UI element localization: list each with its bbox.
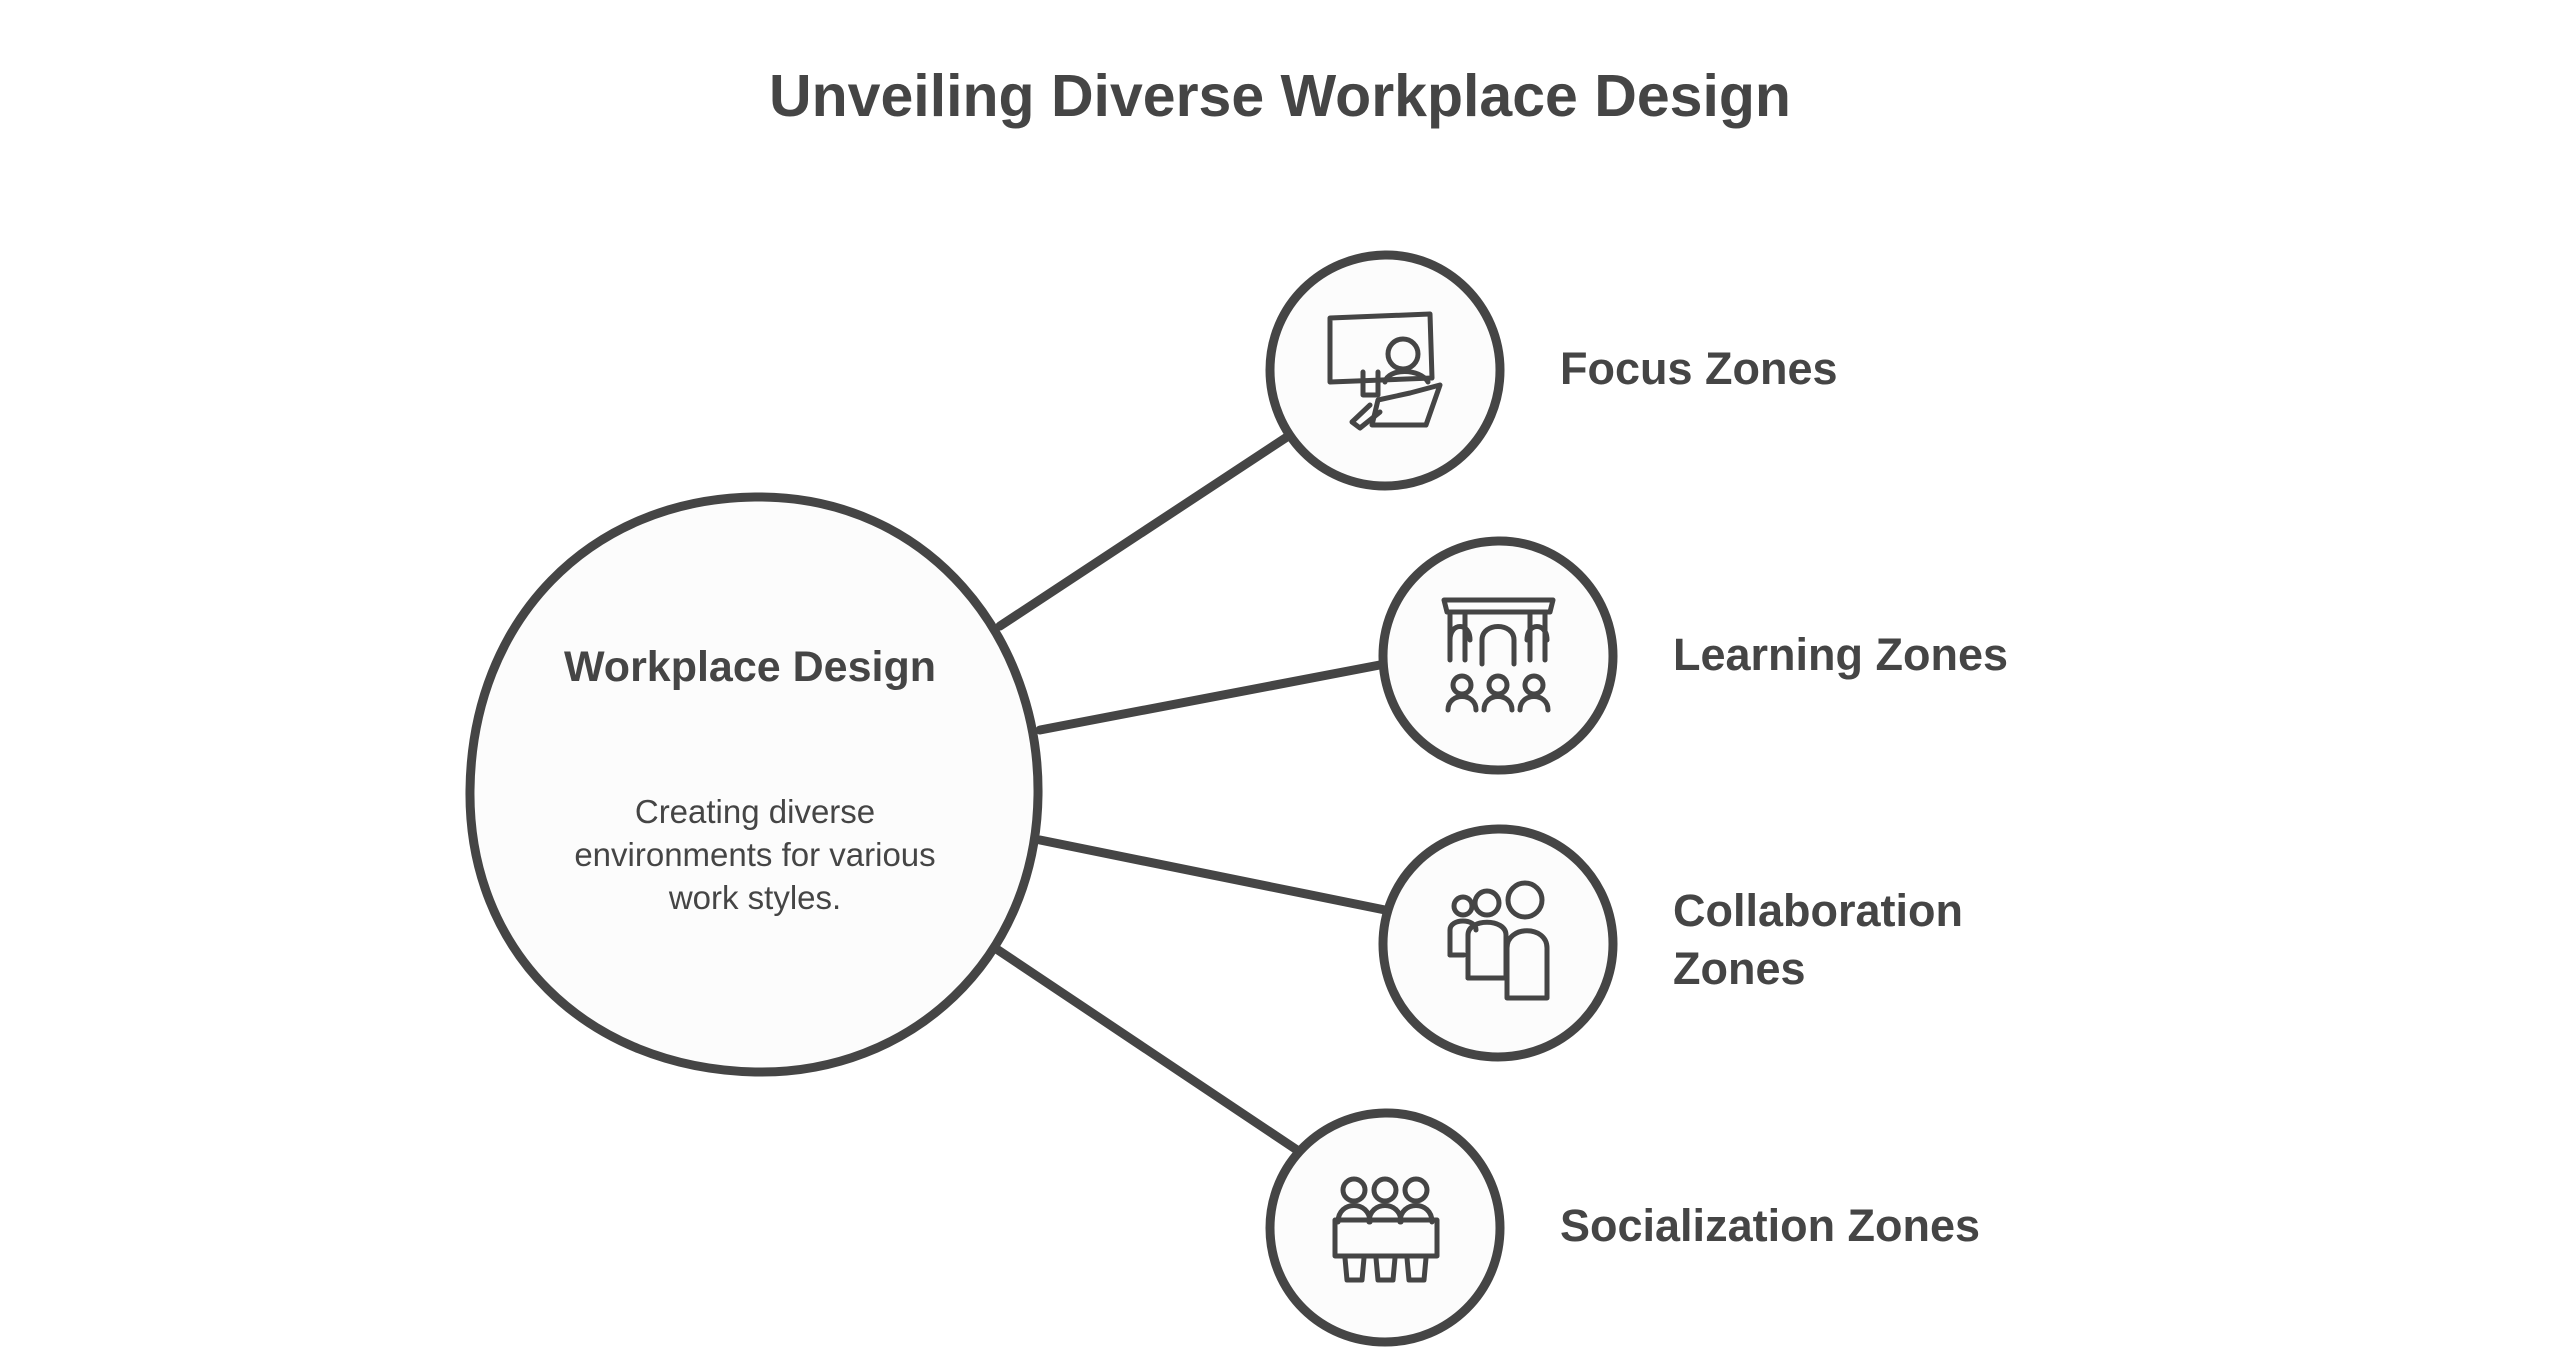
- branch-label-socialization: Socialization Zones: [1560, 1200, 1981, 1251]
- node-learning: [1378, 536, 1618, 775]
- collaboration-group-icon: [1447, 880, 1550, 1001]
- branch-label-focus: Focus Zones: [1560, 343, 1838, 394]
- diagram-title: Unveiling Diverse Workplace Design: [769, 63, 1791, 129]
- center-node: [465, 492, 1043, 1077]
- socialization-table-icon: [1332, 1176, 1440, 1283]
- branch-label-learning: Learning Zones: [1673, 629, 2009, 680]
- center-node-description: Creating diverse environments for variou…: [574, 793, 936, 916]
- learning-classroom-icon: [1441, 597, 1556, 713]
- connector-collab: [1035, 835, 1390, 915]
- connector-learning: [1035, 659, 1390, 735]
- node-social: [1265, 1108, 1505, 1347]
- branch-label-collaboration: Collaboration Zones: [1673, 885, 1963, 994]
- focus-desk-icon: [1327, 311, 1443, 431]
- center-node-title: Workplace Design: [564, 643, 936, 691]
- connector-focus: [995, 430, 1295, 631]
- connector-social: [990, 943, 1305, 1157]
- node-collab: [1378, 824, 1618, 1062]
- node-focus: [1265, 250, 1505, 491]
